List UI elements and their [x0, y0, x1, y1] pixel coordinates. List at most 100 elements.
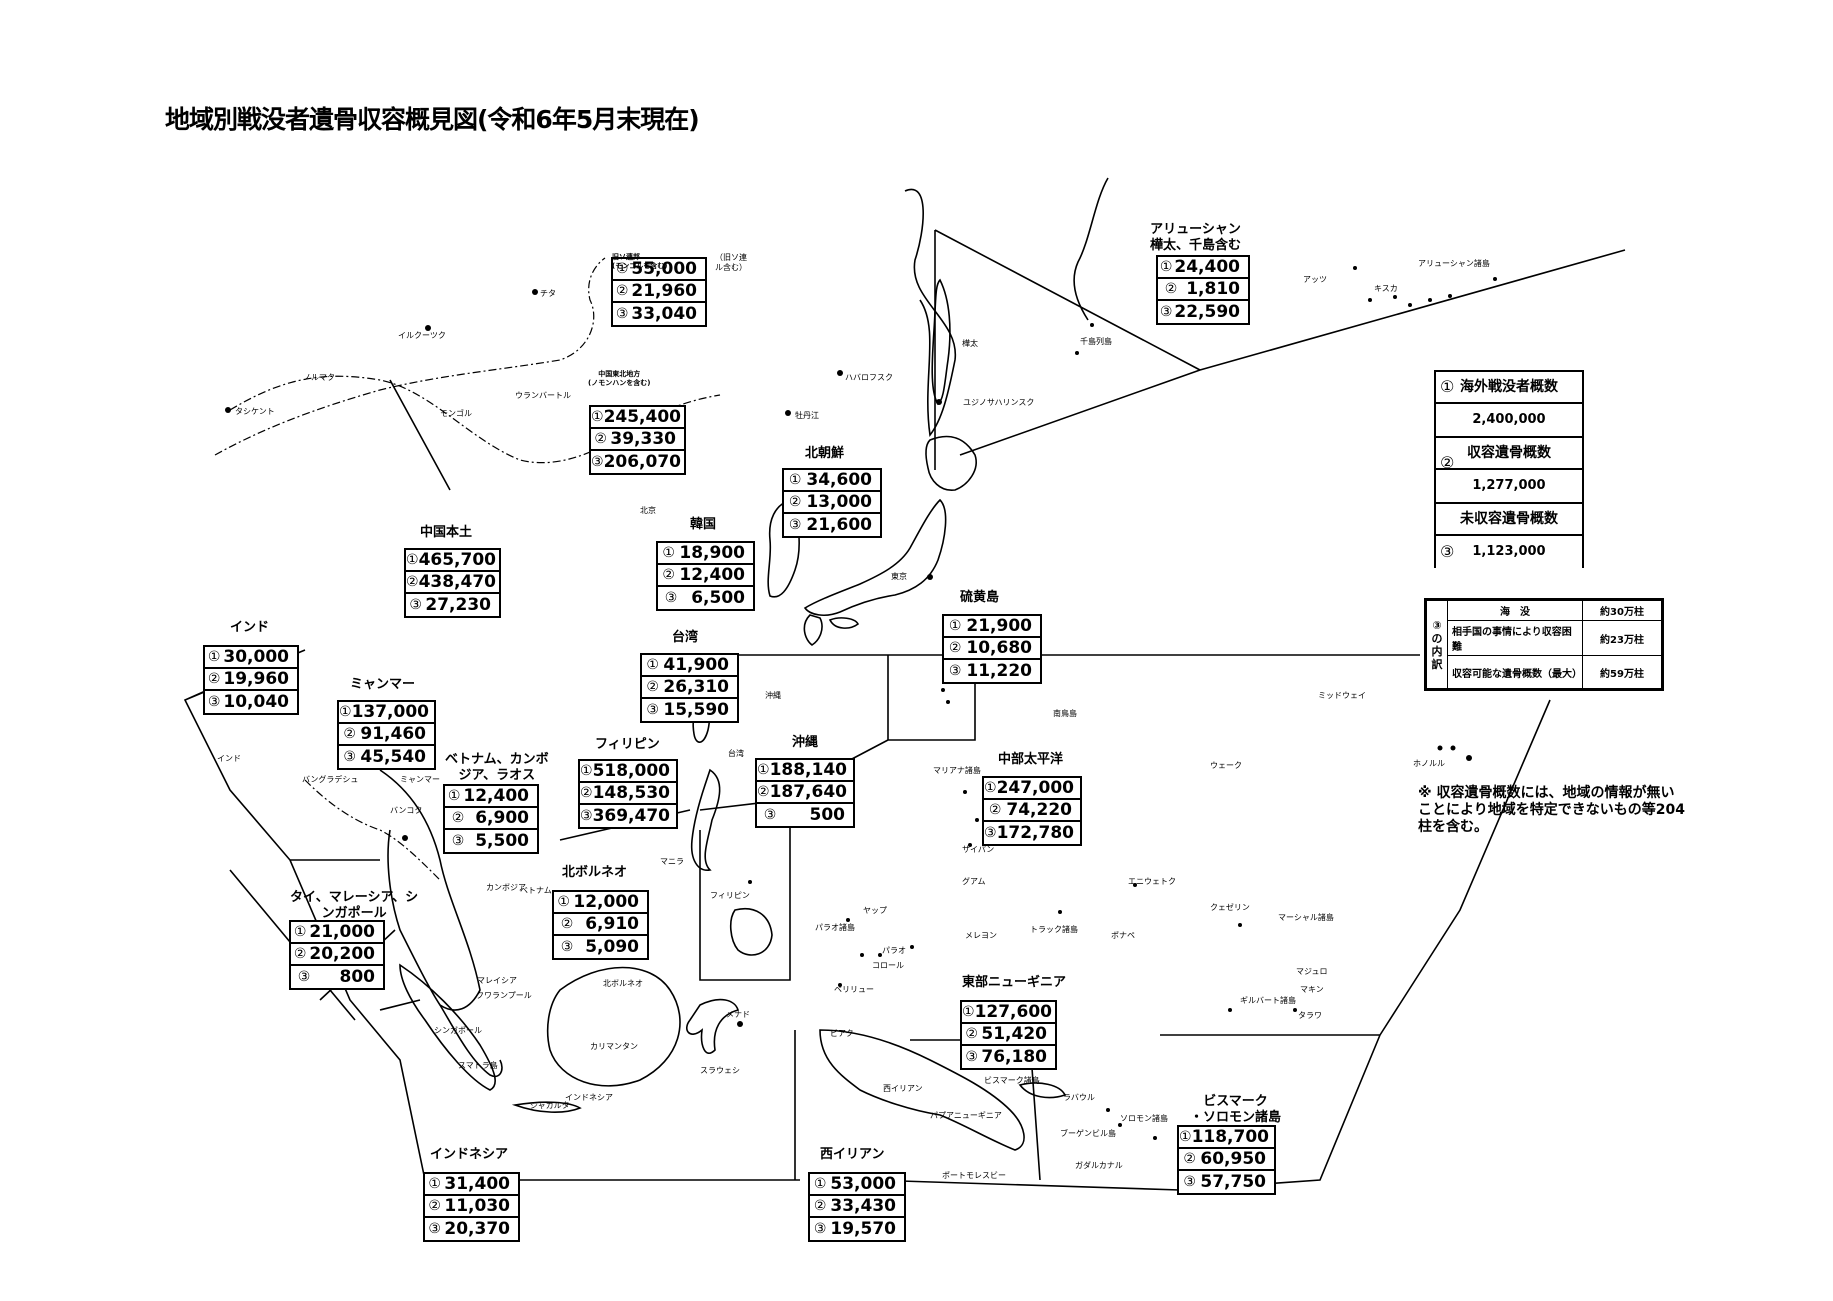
region-name-east-new-guinea: 東部ニューギニア	[962, 975, 1067, 990]
manchuria-note: 中国東北地方 (ノモンハンを含む)	[588, 370, 651, 387]
place-label: スラウェシ	[700, 1066, 740, 1075]
overseas-dead-value: 2,400,000	[1436, 404, 1582, 438]
region-value: 60,950	[1200, 1149, 1266, 1169]
marker-1: ①	[646, 657, 659, 673]
breakdown-value: 約30万柱	[1582, 600, 1662, 621]
region-value: 518,000	[592, 761, 670, 781]
breakdown-label: 相手国の事情により収容困難	[1447, 620, 1583, 656]
marker-3: ③	[1183, 1174, 1196, 1190]
japan-honshu	[803, 498, 947, 617]
region-name-okinawa: 沖縄	[792, 735, 819, 750]
philippines-luzon	[690, 768, 721, 871]
japan-shikoku	[828, 617, 860, 629]
breakdown-side-label: ③の内訳	[1426, 600, 1448, 689]
marker-3: ③	[948, 663, 962, 679]
marker-1: ①	[962, 1004, 975, 1020]
region-value: 369,470	[592, 806, 670, 826]
marker-2: ②	[406, 574, 419, 590]
marker-1: ①	[339, 704, 352, 720]
breakdown-row: ③の内訳 海 没 約30万柱	[1426, 600, 1662, 689]
place-label: タシケント	[235, 407, 275, 416]
place-label: ラバウル	[1063, 1093, 1095, 1102]
place-label: 樺太	[962, 339, 978, 348]
region-value: 6,500	[691, 588, 745, 608]
place-label: パラオ	[882, 946, 906, 955]
sumatra-island	[399, 963, 496, 1091]
region-value: 41,900	[663, 655, 729, 675]
marker-3: ③	[207, 694, 221, 710]
region-value: 53,000	[830, 1174, 896, 1194]
region-value: 5,500	[475, 831, 529, 851]
marker-1: ①	[428, 1176, 441, 1192]
place-label: ペリリュー	[834, 985, 874, 994]
place-label: キスカ	[1374, 284, 1398, 293]
region-value: 127,600	[974, 1002, 1052, 1022]
place-label: タラワ	[1298, 1011, 1322, 1020]
marker-3: ③	[615, 306, 629, 322]
border-india	[304, 779, 441, 881]
soviet-note-2: （旧ソ連 ル含む）	[715, 253, 747, 272]
place-label: マレイシア	[477, 976, 517, 985]
kamchatka-outline	[1073, 177, 1109, 321]
region-value: 187,640	[769, 782, 847, 802]
new-britain	[1018, 1082, 1067, 1099]
place-label: シンガポール	[434, 1026, 482, 1035]
place-label: ユジノサハリンスク	[963, 398, 1035, 407]
marker-1: ①	[207, 649, 221, 665]
region-value: 33,430	[830, 1196, 896, 1216]
region-value: 137,000	[351, 702, 429, 722]
marker-1: ①	[591, 409, 604, 425]
marker-3: ③	[984, 825, 997, 841]
marker-3: ③	[664, 590, 678, 606]
indochina-coast	[379, 769, 481, 1011]
marker-2: ②	[343, 726, 356, 742]
marker-1: ①	[580, 763, 593, 779]
place-label: ベトナム	[520, 886, 552, 895]
region-value: 12,000	[573, 892, 639, 912]
recovered-value: 1,277,000	[1436, 470, 1582, 504]
place-label: カリマンタン	[590, 1042, 638, 1051]
marker-1: ①	[1159, 259, 1173, 275]
philippines-mindanao	[729, 908, 773, 956]
region-value: 12,400	[679, 565, 745, 585]
korea-peninsula	[767, 499, 800, 598]
marker-2: ②	[813, 1198, 827, 1214]
place-label: ミッドウェイ	[1318, 691, 1366, 700]
region-value: 19,570	[830, 1219, 896, 1239]
malay-peninsula	[439, 1004, 503, 1078]
place-label: ブーゲンビル島	[1060, 1129, 1116, 1138]
place-label: インドネシア	[565, 1093, 613, 1102]
place-label: ビアク	[830, 1029, 854, 1038]
marker-3: ③	[1159, 304, 1173, 320]
region-value: 51,420	[981, 1024, 1047, 1044]
place-label: カンボジア	[486, 883, 526, 892]
marker-1: ①	[1440, 377, 1455, 396]
region-value: 55,000	[631, 259, 697, 279]
footnote: ※ 収容遺骨概数には、地域の情報が無いことにより地域を特定できないもの等204柱…	[1418, 785, 1685, 835]
region-name-west-irian: 西イリアン	[820, 1147, 885, 1162]
region-value: 20,200	[309, 944, 375, 964]
region-value: 27,230	[425, 595, 491, 615]
region-value: 148,530	[592, 783, 670, 803]
